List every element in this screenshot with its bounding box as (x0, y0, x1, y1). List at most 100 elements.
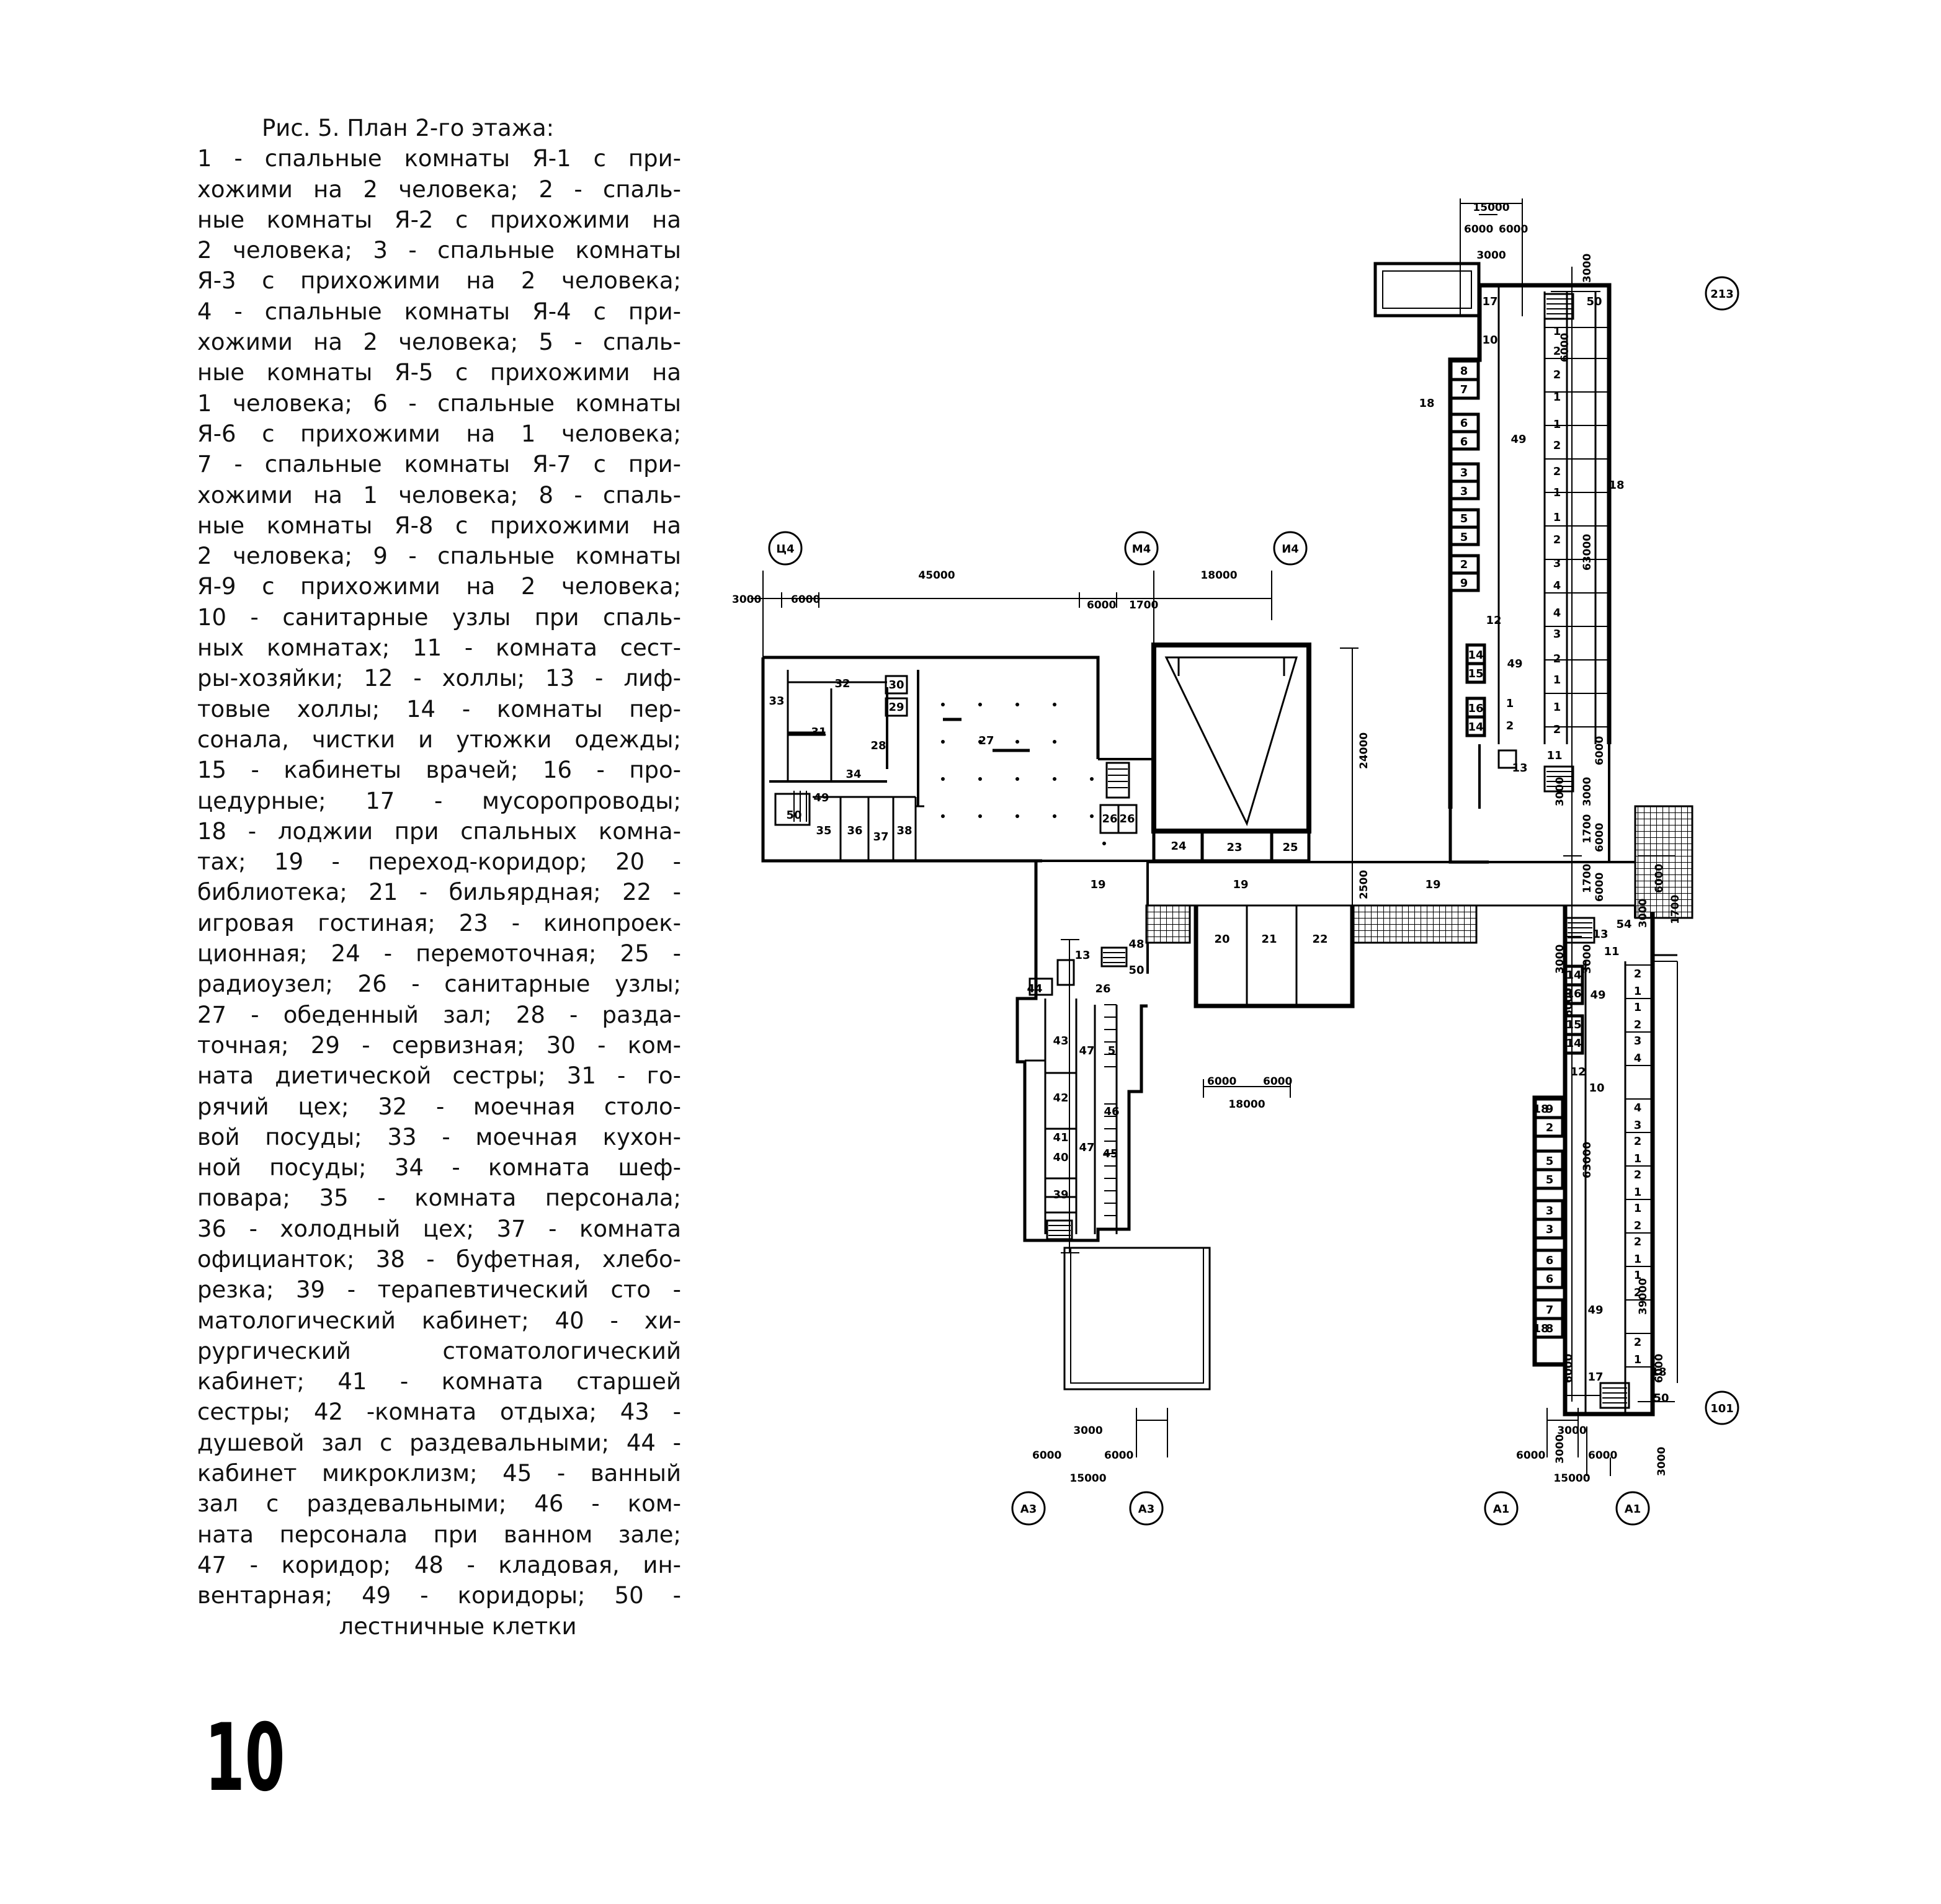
room-25: 25 (1282, 841, 1298, 854)
dim-6000-r2: 6000 (1594, 736, 1606, 765)
room-s3b: 3 (1546, 1223, 1554, 1236)
room-s5a: 5 (1546, 1155, 1554, 1168)
dim-1700-r1: 1700 (1581, 814, 1594, 843)
axis-labels: Ц4 М4 И4 213 101 А3 А3 А1 А1 (776, 288, 1733, 1516)
room-22: 22 (1312, 933, 1327, 946)
dimension-lines (751, 198, 1675, 1476)
room-47a: 47 (1079, 1044, 1094, 1057)
legend-line: рячий цех; 32 - моечная столо- (197, 1093, 681, 1120)
figure-legend: Рис. 5. План 2-го этажа: 1 - спальные ко… (197, 113, 681, 1642)
legend-line: товые холлы; 14 - комнаты пер- (197, 695, 681, 723)
legend-line: ната персонала при ванном зале; (197, 1521, 681, 1548)
dim-6000-top-a: 6000 (1464, 223, 1493, 236)
room-n49b: 49 (1507, 657, 1522, 670)
room-t2f: 2 (1634, 1235, 1642, 1248)
dim-2500: 2500 (1358, 870, 1370, 899)
room-41: 41 (1053, 1131, 1068, 1144)
dim-6000-br1: 6000 (1516, 1449, 1545, 1462)
dim-6000-lv2: 6000 (1653, 1354, 1666, 1383)
room-t1h: 1 (1634, 1353, 1642, 1366)
room-30: 30 (888, 678, 904, 692)
room-s54: 54 (1616, 918, 1631, 931)
room-50a: 50 (786, 809, 801, 822)
room-27: 27 (978, 734, 994, 747)
legend-line: ры-хозяйки; 12 - холлы; 13 - лиф- (197, 665, 681, 692)
room-21: 21 (1261, 933, 1277, 946)
room-t2c: 2 (1634, 1135, 1642, 1148)
room-n6a: 6 (1460, 417, 1468, 430)
room-e1e: 1 (1553, 511, 1561, 524)
room-t2b: 2 (1634, 1018, 1642, 1031)
axis-label-a3-right: А3 (1138, 1503, 1154, 1516)
dim-3000-r5: 3000 (1581, 945, 1594, 974)
room-s5b: 5 (1546, 1173, 1554, 1186)
legend-line: зал с раздевальными; 46 - ком- (197, 1490, 681, 1518)
dim-1700-mid: 1700 (1129, 599, 1158, 612)
room-37: 37 (873, 830, 888, 843)
room-s17: 17 (1587, 1371, 1603, 1384)
dim-3000-lv1: 3000 (1637, 899, 1649, 928)
room-48: 48 (1128, 938, 1144, 951)
room-32: 32 (834, 677, 850, 690)
legend-line: кабинет микроклизм; 45 - ванный (197, 1460, 681, 1487)
room-s9: 9 (1546, 1103, 1554, 1116)
legend-line: тах; 19 - переход-коридор; 20 - (197, 848, 681, 876)
room-50b: 50 (1128, 964, 1144, 977)
room-19a: 19 (1090, 878, 1105, 891)
legend-line: 47 - коридор; 48 - кладовая, ин- (197, 1551, 681, 1578)
room-n16: 16 (1468, 702, 1483, 715)
room-t4a: 4 (1634, 1052, 1642, 1065)
axis-label-a1-left: А1 (1493, 1503, 1509, 1516)
room-n17: 17 (1482, 295, 1497, 308)
room-26c: 26 (1095, 982, 1110, 995)
room-e1d: 1 (1553, 486, 1561, 499)
room-t1e: 1 (1634, 1202, 1642, 1215)
room-38: 38 (896, 824, 912, 837)
dim-3000-r1: 3000 (1581, 254, 1594, 283)
room-s13: 13 (1592, 928, 1608, 941)
room-e1f: 1 (1553, 674, 1561, 687)
room-e2e: 2 (1553, 533, 1561, 546)
room-t1g: 1 (1634, 1269, 1642, 1282)
room-e3b: 3 (1553, 628, 1561, 641)
legend-line: 2 человека; 9 - спальные комнаты (197, 543, 681, 570)
legend-line: ных комнатах; 11 - комната сест- (197, 634, 681, 662)
room-40: 40 (1053, 1151, 1068, 1164)
dim-3000-bl: 3000 (1073, 1425, 1102, 1437)
room-s49b: 49 (1587, 1304, 1603, 1317)
legend-line: 15 - кабинеты врачей; 16 - про- (197, 757, 681, 784)
dim-3000-r6: 3000 (1554, 1435, 1566, 1464)
room-e3a: 3 (1553, 557, 1561, 570)
dim-6000-r5: 6000 (1563, 988, 1575, 1017)
dim-6000-r1: 6000 (1559, 333, 1571, 362)
dim-1700-lv: 1700 (1669, 895, 1682, 924)
room-s49a: 49 (1590, 989, 1605, 1002)
axis-label-a1-right: А1 (1625, 1503, 1641, 1516)
room-e4b: 4 (1553, 607, 1561, 620)
room-s11: 11 (1604, 945, 1619, 958)
room-e1c: 1 (1553, 418, 1561, 431)
room-e2c: 2 (1553, 439, 1561, 452)
dim-6000-mc2: 6000 (1263, 1075, 1292, 1088)
legend-line: 10 - санитарные узлы при спаль- (197, 603, 681, 631)
room-t1f: 1 (1634, 1253, 1642, 1266)
legend-line: 18 - лоджии при спальных комна- (197, 817, 681, 845)
room-s6b: 6 (1546, 1273, 1554, 1286)
room-36: 36 (847, 824, 862, 837)
legend-line: библиотека; 21 - бильярдная; 22 - (197, 879, 681, 906)
legend-line: ционная; 24 - перемоточная; 25 - (197, 940, 681, 968)
room-s14a: 14 (1566, 969, 1581, 982)
legend-line: 27 - обеденный зал; 28 - разда- (197, 1001, 681, 1028)
plan-structure (761, 262, 1693, 1417)
room-e1a: 1 (1553, 325, 1561, 338)
room-labels: 19 19 19 20 21 22 23 24 25 26 26 26 27 2… (769, 295, 1669, 1405)
room-19b: 19 (1233, 878, 1248, 891)
room-s50: 50 (1653, 1392, 1669, 1405)
room-s8: 8 (1546, 1322, 1554, 1335)
axis-label-i4: И4 (1282, 543, 1299, 556)
room-t1a: 1 (1634, 985, 1642, 998)
legend-line: ные комнаты Я-8 с прихожими на (197, 512, 681, 539)
room-t2h: 2 (1634, 1336, 1642, 1349)
room-t2g: 2 (1634, 1286, 1642, 1299)
room-s7: 7 (1546, 1304, 1554, 1317)
